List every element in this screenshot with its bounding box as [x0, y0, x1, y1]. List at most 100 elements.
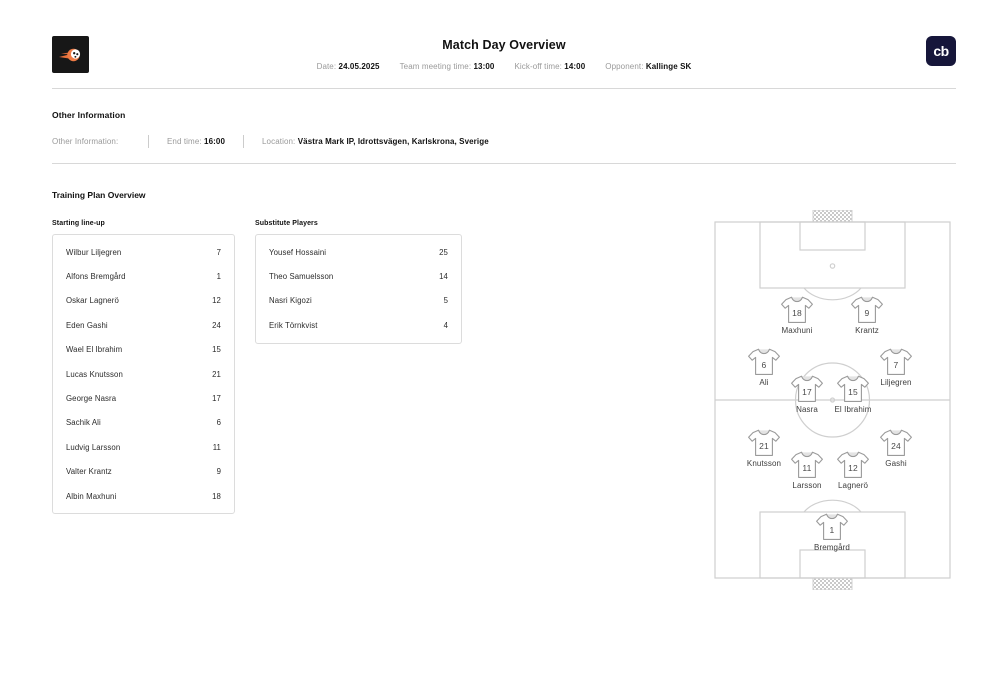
- player-name: Nasri Kigozi: [269, 296, 312, 306]
- player-number: 21: [212, 369, 221, 379]
- meta-date-value: 24.05.2025: [338, 62, 380, 71]
- location-value: Västra Mark IP, Idrottsvägen, Karlskrona…: [297, 137, 489, 146]
- jersey-number: 12: [848, 463, 858, 473]
- meta-opponent-value: Kallinge SK: [645, 62, 692, 71]
- player-number: 18: [212, 491, 221, 501]
- jersey-number: 6: [761, 360, 767, 370]
- jersey-icon: 1: [815, 512, 849, 542]
- player-number: 6: [216, 418, 221, 428]
- separator-1: [148, 135, 149, 148]
- pitch-markings: [714, 210, 951, 590]
- jersey-number: 17: [802, 387, 812, 397]
- page-title: Match Day Overview: [442, 38, 566, 52]
- jersey-icon: 6: [747, 347, 781, 377]
- jersey-number: 9: [864, 308, 870, 318]
- jersey-player-name: Knutsson: [746, 459, 782, 468]
- player-name: Ludvig Larsson: [66, 442, 121, 452]
- jersey-icon: 12: [836, 450, 870, 480]
- goal-net-bottom: [812, 577, 853, 590]
- jersey-icon: 9: [850, 295, 884, 325]
- starting-lineup-row: Oskar Lagnerö 12: [53, 289, 234, 313]
- header-meta-row: Date: 24.05.2025 Team meeting time: 13:0…: [52, 62, 956, 71]
- meta-team-meeting-time: Team meeting time: 13:00: [400, 62, 495, 71]
- other-information-row: Other Information: End time: 16:00 Locat…: [52, 135, 956, 148]
- player-name: Eden Gashi: [66, 320, 108, 330]
- player-name: Lucas Knutsson: [66, 369, 123, 379]
- starting-lineup-row: Lucas Knutsson 21: [53, 362, 234, 386]
- player-name: Sachik Ali: [66, 418, 101, 428]
- jersey-icon: 17: [790, 374, 824, 404]
- jersey-player-name: Nasra: [796, 405, 818, 414]
- jersey-player-name: Gashi: [885, 459, 907, 468]
- player-number: 9: [216, 467, 221, 477]
- end-time-value: 16:00: [204, 137, 225, 146]
- jersey-player-name: Larsson: [792, 481, 822, 490]
- jersey-player-name: Bremgård: [814, 543, 850, 552]
- substitute-row: Nasri Kigozi 5: [256, 289, 461, 313]
- training-plan-heading: Training Plan Overview: [52, 190, 146, 200]
- jersey-number: 11: [802, 463, 812, 473]
- player-name: Oskar Lagnerö: [66, 296, 119, 306]
- player-number: 25: [439, 247, 448, 257]
- starting-lineup-row: George Nasra 17: [53, 386, 234, 410]
- jersey-icon: 24: [879, 428, 913, 458]
- substitutes-caption: Substitute Players: [255, 220, 318, 227]
- meta-opponent-label: Opponent:: [605, 62, 644, 71]
- starting-lineup-row: Eden Gashi 24: [53, 313, 234, 337]
- player-name: Alfons Bremgård: [66, 272, 126, 282]
- starting-lineup-caption: Starting line-up: [52, 220, 105, 227]
- player-number: 15: [212, 345, 221, 355]
- player-number: 12: [212, 296, 221, 306]
- player-name: Valter Krantz: [66, 467, 112, 477]
- end-time-item: End time: 16:00: [167, 137, 225, 146]
- goal-net-top: [812, 210, 853, 223]
- football-comet-icon: [58, 48, 80, 61]
- player-name: George Nasra: [66, 394, 117, 404]
- jersey-player-name: Liljegren: [880, 378, 912, 387]
- player-number: 5: [443, 296, 448, 306]
- jersey-player-name: Krantz: [855, 326, 879, 335]
- jersey-icon: 11: [790, 450, 824, 480]
- jersey-number: 15: [848, 387, 858, 397]
- team-logo: [52, 36, 89, 73]
- starting-lineup-row: Valter Krantz 9: [53, 460, 234, 484]
- player-number: 14: [439, 272, 448, 282]
- substitute-row: Yousef Hossaini 25: [256, 240, 461, 264]
- jersey-player-name: Maxhuni: [781, 326, 813, 335]
- player-number: 17: [212, 394, 221, 404]
- jersey-player-name: Ali: [759, 378, 769, 387]
- jersey-icon: 21: [747, 428, 781, 458]
- player-name: Wilbur Liljegren: [66, 247, 122, 257]
- meta-kickoff-label: Kick-off time:: [514, 62, 562, 71]
- header-center: Match Day Overview Date: 24.05.2025 Team…: [52, 38, 956, 71]
- meta-team-meeting-label: Team meeting time:: [399, 62, 472, 71]
- location-item: Location: Västra Mark IP, Idrottsvägen, …: [262, 137, 489, 146]
- player-name: Yousef Hossaini: [269, 247, 327, 257]
- jersey-icon: 7: [879, 347, 913, 377]
- document-header: Match Day Overview Date: 24.05.2025 Team…: [52, 28, 956, 86]
- meta-date-label: Date:: [316, 62, 337, 71]
- player-number: 24: [212, 320, 221, 330]
